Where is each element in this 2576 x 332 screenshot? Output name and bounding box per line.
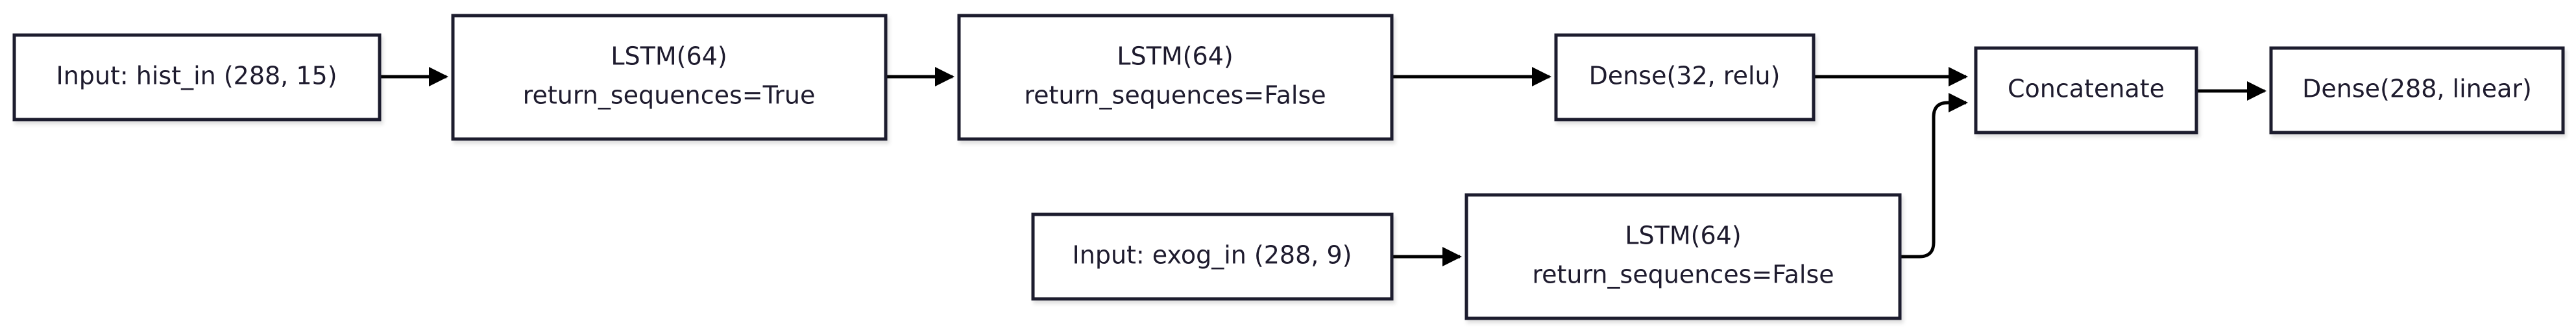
node-exog-in-label: Input: exog_in (288, 9) xyxy=(1073,241,1352,270)
node-lstm-c-label-line2: return_sequences=False xyxy=(1532,261,1834,289)
node-hist-in: Input: hist_in (288, 15) xyxy=(12,33,382,121)
node-concat-label: Concatenate xyxy=(2008,75,2165,103)
node-exog-in-box xyxy=(1031,212,1394,301)
node-lstm-a: LSTM(64) return_sequences=True xyxy=(451,14,888,141)
node-exog-in: Input: exog_in (288, 9) xyxy=(1031,212,1394,301)
node-hist-in-label: Input: hist_in (288, 15) xyxy=(56,62,337,90)
edge-lstm-c-to-concat xyxy=(1900,93,1968,259)
node-concat-box xyxy=(1974,46,2198,134)
node-lstm-c-box xyxy=(1464,193,1902,320)
node-lstm-b-label-line2: return_sequences=False xyxy=(1024,81,1326,110)
node-lstm-a-box xyxy=(451,14,888,141)
edges xyxy=(380,67,2266,266)
node-lstm-c: LSTM(64) return_sequences=False xyxy=(1464,193,1902,320)
node-dense-288-box xyxy=(2269,46,2565,134)
node-lstm-c-label-line1: LSTM(64) xyxy=(1625,222,1741,250)
node-hist-in-box xyxy=(12,33,382,121)
node-dense-288: Dense(288, linear) xyxy=(2269,46,2565,134)
node-concat: Concatenate xyxy=(1974,46,2198,134)
node-lstm-b: LSTM(64) return_sequences=False xyxy=(957,14,1394,141)
node-dense-32: Dense(32, relu) xyxy=(1554,33,1816,121)
node-dense-32-box xyxy=(1554,33,1816,121)
node-dense-32-label: Dense(32, relu) xyxy=(1589,62,1780,90)
node-lstm-b-box xyxy=(957,14,1394,141)
node-dense-288-label: Dense(288, linear) xyxy=(2302,75,2532,103)
node-lstm-b-label-line1: LSTM(64) xyxy=(1117,42,1233,71)
node-lstm-a-label-line2: return_sequences=True xyxy=(523,81,816,110)
node-lstm-a-label-line1: LSTM(64) xyxy=(611,42,727,71)
